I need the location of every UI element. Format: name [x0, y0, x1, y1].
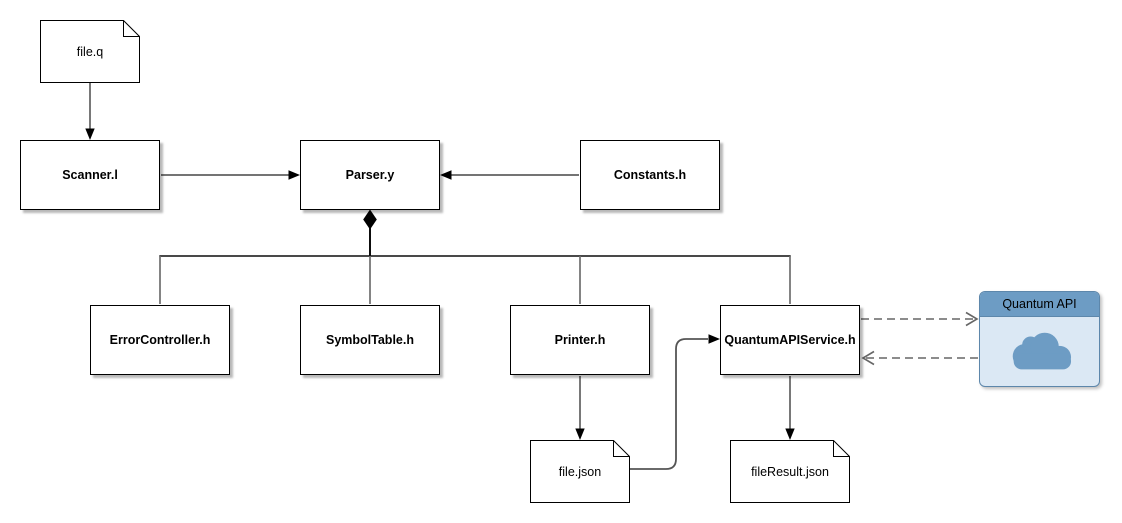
edge-quantumapi-to-qas-response — [861, 350, 978, 366]
node-scanner: Scanner.l — [20, 140, 160, 210]
node-file-result-json-label: fileResult.json — [751, 464, 829, 479]
node-parser: Parser.y — [300, 140, 440, 210]
node-constants: Constants.h — [580, 140, 720, 210]
quantum-api-title: Quantum API — [1002, 297, 1077, 311]
node-printer: Printer.h — [510, 305, 650, 375]
document-shape — [730, 440, 850, 503]
node-error-controller: ErrorController.h — [90, 305, 230, 375]
node-error-controller-label: ErrorController.h — [109, 332, 211, 347]
node-quantum-api-service: QuantumAPIService.h — [720, 305, 860, 375]
edge-qas-to-fileresult — [785, 376, 795, 440]
node-parser-label: Parser.y — [345, 167, 395, 182]
node-file-json: file.json — [530, 440, 630, 503]
node-file-result-json: fileResult.json — [730, 440, 850, 503]
node-file-q: file.q — [40, 20, 140, 83]
node-file-json-label: file.json — [558, 464, 602, 479]
quantum-api-body — [980, 317, 1099, 386]
edge-constants-to-parser — [440, 170, 579, 180]
node-symbol-table-label: SymbolTable.h — [326, 332, 414, 347]
node-symbol-table: SymbolTable.h — [300, 305, 440, 375]
composition-diamond — [363, 209, 377, 230]
node-printer-label: Printer.h — [554, 332, 606, 347]
edge-qas-to-quantumapi-request — [861, 311, 979, 327]
quantum-api-titlebar: Quantum API — [980, 292, 1099, 317]
document-shape — [40, 20, 140, 83]
node-file-q-label: file.q — [76, 44, 104, 59]
edge-parser-composition-tree — [159, 209, 791, 304]
edge-fileq-to-scanner — [85, 83, 95, 140]
node-quantum-api: Quantum API — [979, 291, 1100, 387]
node-quantum-api-service-label: QuantumAPIService.h — [724, 332, 856, 347]
edge-printer-to-filejson — [575, 376, 585, 440]
cloud-icon — [1006, 328, 1074, 375]
edge-scanner-to-parser — [161, 170, 300, 180]
node-constants-label: Constants.h — [613, 167, 687, 182]
document-shape — [530, 440, 630, 503]
node-scanner-label: Scanner.l — [62, 167, 118, 182]
